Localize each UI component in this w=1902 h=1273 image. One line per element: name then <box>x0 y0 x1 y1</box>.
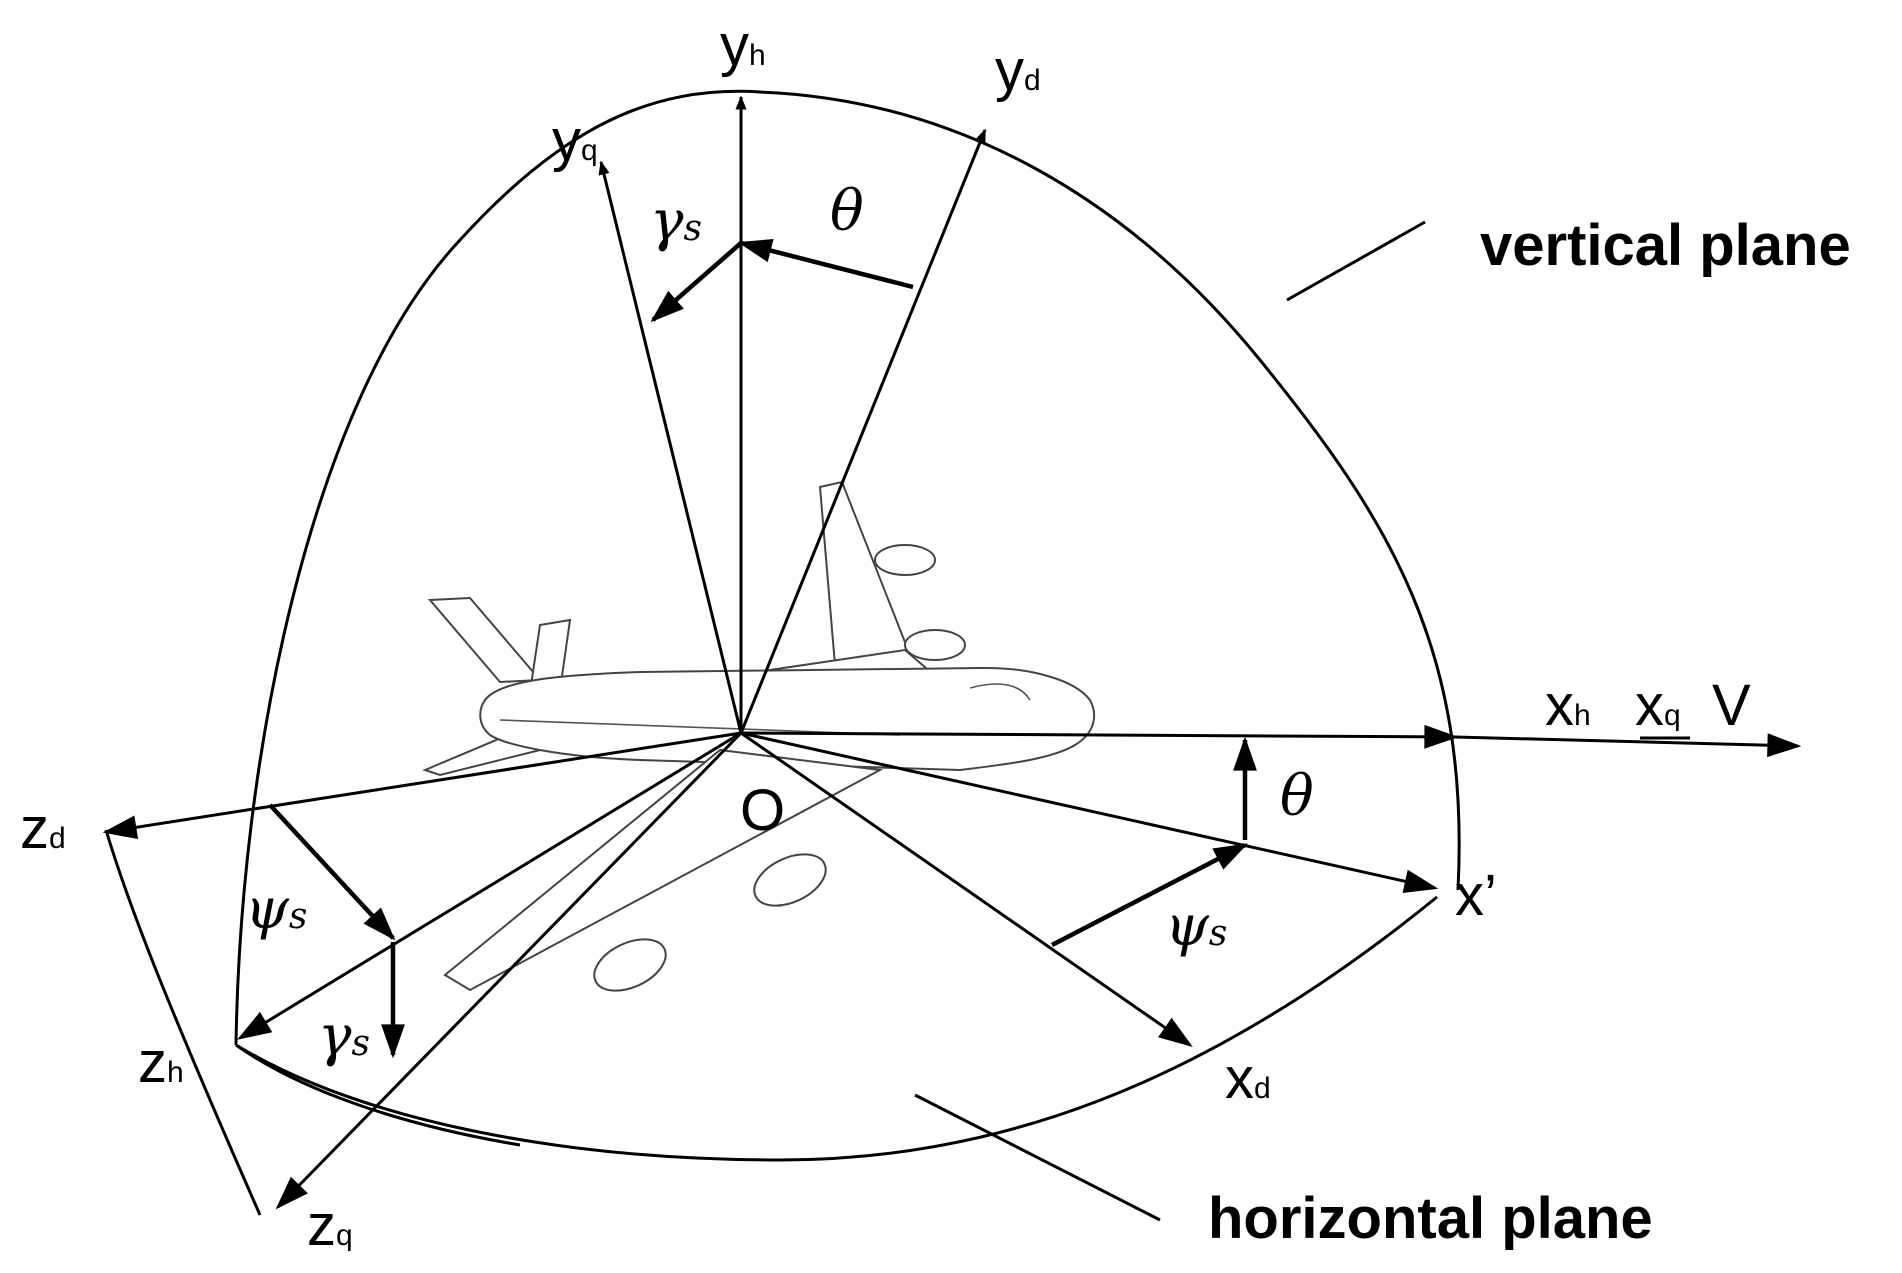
aircraft-stabilizer <box>427 596 543 684</box>
label-z-h: zh <box>138 1030 184 1095</box>
aircraft-sketch <box>422 480 1096 992</box>
plane-arcs <box>104 89 1461 1222</box>
psi-left-arrow <box>268 803 396 941</box>
aircraft-fuselage <box>479 666 1096 772</box>
label-z-d: zd <box>20 796 66 861</box>
label-psi-right: ψs <box>1165 894 1227 959</box>
aircraft-near-engine-2 <box>593 938 667 992</box>
aircraft-far-engine-2 <box>904 629 966 661</box>
aircraft-near-engine-1 <box>753 853 827 907</box>
horizontal-plane-leader <box>914 1093 1161 1222</box>
label-x-d: xd <box>1225 1046 1271 1111</box>
y-d-axis <box>739 128 987 734</box>
label-y-h: yh <box>720 13 766 78</box>
label-theta-top: θ <box>830 179 864 244</box>
gamma-vertical-arrow <box>650 241 743 323</box>
label-gamma-top: γs <box>650 189 702 254</box>
y-q-axis <box>598 160 743 734</box>
label-x-prime: x’ <box>1455 863 1497 928</box>
aircraft-far-engine-1 <box>874 544 936 576</box>
vertical-plane-arc <box>234 89 1461 1046</box>
theta-vertical-arrow <box>737 239 914 290</box>
label-v: V <box>1712 673 1751 738</box>
x-d-axis <box>740 731 1193 1047</box>
angle-labels: θ γs θ ψs ψs γs <box>245 179 1314 1069</box>
x-h-axis <box>740 724 1459 749</box>
axes <box>102 95 1802 1210</box>
angle-indicators <box>268 239 1257 1059</box>
horizontal-plane-arc <box>104 829 1438 1216</box>
vertical-plane-leader <box>1286 220 1426 302</box>
label-y-q: yq <box>552 108 598 173</box>
z-q-axis <box>275 731 743 1210</box>
label-z-q: zq <box>307 1193 353 1258</box>
label-y-d: yd <box>995 38 1041 103</box>
psi-horizontal-arrow <box>1050 843 1249 947</box>
z-h-axis <box>237 731 742 1040</box>
v-axis <box>1454 733 1802 758</box>
label-x-q: xq <box>1635 673 1681 738</box>
aircraft-near-wing <box>443 748 884 992</box>
vertical-plane-label: vertical plane <box>1480 213 1851 278</box>
z-d-axis <box>102 731 742 840</box>
label-gamma-left: γs <box>318 1004 370 1069</box>
axis-labels: yh yd yq xh xq V x’ xd zd zh zq O <box>20 13 1751 1258</box>
label-origin: O <box>740 778 785 843</box>
label-theta-right: θ <box>1280 764 1314 829</box>
x-prime-axis <box>740 731 1439 893</box>
label-psi-left: ψs <box>245 877 307 942</box>
label-x-h: xh <box>1545 673 1591 738</box>
horizontal-plane-label: horizontal plane <box>1208 1186 1653 1251</box>
